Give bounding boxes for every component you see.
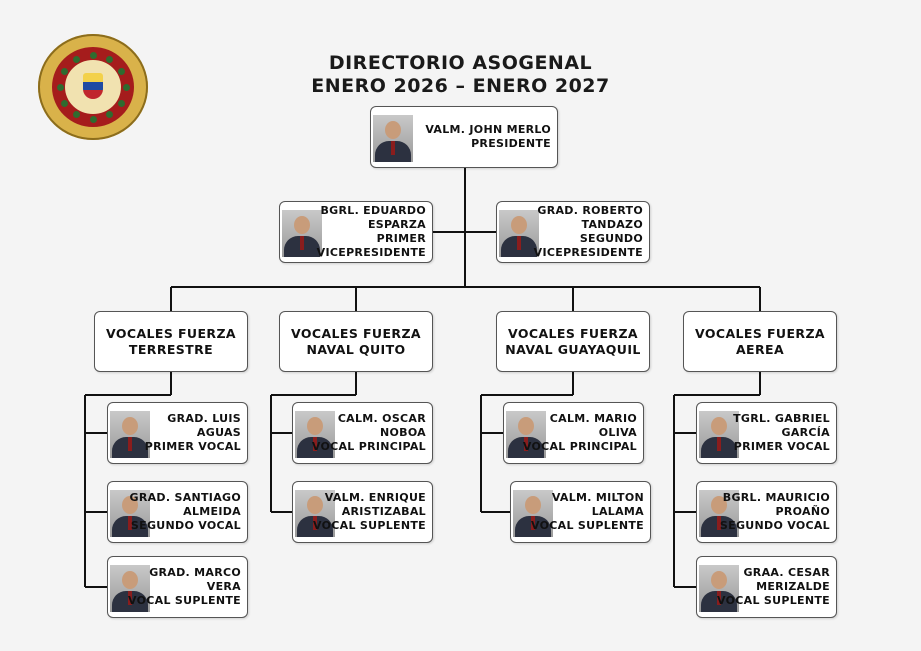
laurel-dot <box>122 83 130 91</box>
member-role: VOCAL SUPLENTE <box>717 594 830 607</box>
member-photo <box>110 565 150 612</box>
group-label-line2: NAVAL QUITO <box>306 341 406 357</box>
member-name-line2: GARCÍA <box>781 426 830 439</box>
vice-president-2-card: GRAD. ROBERTO TANDAZO SEGUNDO VICEPRESID… <box>496 201 650 263</box>
vp1-name-line2: ESPARZA <box>367 218 426 231</box>
member-photo <box>110 490 150 537</box>
member-name-line1: VALM. ENRIQUE <box>324 491 426 504</box>
vice-president-1-card: BGRL. EDUARDO ESPARZA PRIMER VICEPRESIDE… <box>279 201 433 263</box>
member-name-line1: GRAD. LUIS <box>167 412 241 425</box>
member-name-line1: GRAD. MARCO <box>149 566 241 579</box>
member-role: VOCAL PRINCIPAL <box>522 440 637 453</box>
laurel-dot <box>73 111 80 119</box>
member-role: SEGUNDO VOCAL <box>130 519 241 532</box>
member-role: PRIMER VOCAL <box>144 440 241 453</box>
member-role: VOCAL SUPLENTE <box>531 519 644 532</box>
vp2-name-line1: GRAD. ROBERTO <box>537 204 643 217</box>
group-aerea-header: VOCALES FUERZA AEREA <box>683 311 837 372</box>
member-role: VOCAL PRINCIPAL <box>311 440 426 453</box>
group-label-line2: AEREA <box>735 341 785 357</box>
member-photo <box>699 490 739 537</box>
laurel-dot <box>60 67 68 75</box>
member-role: SEGUNDO VOCAL <box>719 519 830 532</box>
member-name-line2: MERIZALDE <box>756 580 830 593</box>
vp2-role-line2: VICEPRESIDENTE <box>533 246 643 259</box>
member-name-line2: ARISTIZABAL <box>341 505 426 518</box>
member-role: VOCAL SUPLENTE <box>128 594 241 607</box>
member-name-line1: CALM. MARIO <box>549 412 637 425</box>
member-name-line1: VALM. MILTON <box>551 491 644 504</box>
page-subtitle: ENERO 2026 – ENERO 2027 <box>311 75 610 97</box>
vice-president-2-text: GRAD. ROBERTO TANDAZO SEGUNDO VICEPRESID… <box>534 202 643 262</box>
laurel-dot <box>106 111 113 119</box>
member-name-line2: OLIVA <box>598 426 637 439</box>
member-photo <box>295 411 335 458</box>
group-label-line2: NAVAL GUAYAQUIL <box>505 341 641 357</box>
laurel-dot <box>73 55 80 63</box>
group-label-line1: VOCALES FUERZA <box>508 325 638 341</box>
laurel-dot <box>118 67 126 75</box>
member-photo <box>295 490 335 537</box>
page-title: DIRECTORIO ASOGENAL <box>328 52 593 74</box>
group-naval-quito-header: VOCALES FUERZA NAVAL QUITO <box>279 311 433 372</box>
group-label-line1: VOCALES FUERZA <box>106 325 236 341</box>
vp1-name-line1: BGRL. EDUARDO <box>320 204 426 217</box>
vp1-role-line2: VICEPRESIDENTE <box>316 246 426 259</box>
laurel-dot <box>60 99 68 107</box>
member-name-line1: BGRL. MAURICIO <box>722 491 830 504</box>
member-photo <box>110 411 150 458</box>
member-name-line2: VERA <box>206 580 241 593</box>
member-photo <box>699 565 739 612</box>
group-label-line2: TERRESTRE <box>128 341 214 357</box>
president-text: VALM. JOHN MERLO PRESIDENTE <box>425 107 551 167</box>
group-label-line1: VOCALES FUERZA <box>291 325 421 341</box>
member-role: PRIMER VOCAL <box>733 440 830 453</box>
vice-president-1-text: BGRL. EDUARDO ESPARZA PRIMER VICEPRESIDE… <box>317 202 426 262</box>
group-label-line1: VOCALES FUERZA <box>695 325 825 341</box>
laurel-dot <box>89 115 97 123</box>
member-name-line2: ALMEIDA <box>183 505 241 518</box>
laurel-dot <box>89 51 97 59</box>
vice-president-2-photo <box>499 210 539 257</box>
president-card: VALM. JOHN MERLO PRESIDENTE <box>370 106 558 168</box>
member-photo <box>513 490 553 537</box>
group-terrestre-header: VOCALES FUERZA TERRESTRE <box>94 311 248 372</box>
member-photo <box>506 411 546 458</box>
laurel-dot <box>106 55 113 63</box>
ecuador-shield-icon <box>83 73 103 99</box>
president-role: PRESIDENTE <box>471 137 551 150</box>
member-name-line1: CALM. OSCAR <box>337 412 426 425</box>
vice-president-1-photo <box>282 210 322 257</box>
member-name-line1: GRAA. CESAR <box>743 566 830 579</box>
laurel-dot <box>118 99 126 107</box>
president-photo <box>373 115 413 162</box>
member-name-line1: TGRL. GABRIEL <box>733 412 830 425</box>
member-name-line2: LALAMA <box>591 505 644 518</box>
member-photo <box>699 411 739 458</box>
vp1-role-line1: PRIMER <box>376 232 426 245</box>
asogenal-seal-logo <box>38 34 148 140</box>
vp2-role-line1: SEGUNDO <box>579 232 643 245</box>
laurel-dot <box>56 83 64 91</box>
member-name-line2: NOBOA <box>379 426 426 439</box>
member-name-line2: PROAÑO <box>775 505 830 518</box>
member-name-line2: AGUAS <box>196 426 241 439</box>
member-name-line1: GRAD. SANTIAGO <box>129 491 241 504</box>
group-naval-guayaquil-header: VOCALES FUERZA NAVAL GUAYAQUIL <box>496 311 650 372</box>
member-role: VOCAL SUPLENTE <box>313 519 426 532</box>
vp2-name-line2: TANDAZO <box>581 218 643 231</box>
president-name: VALM. JOHN MERLO <box>425 123 551 136</box>
